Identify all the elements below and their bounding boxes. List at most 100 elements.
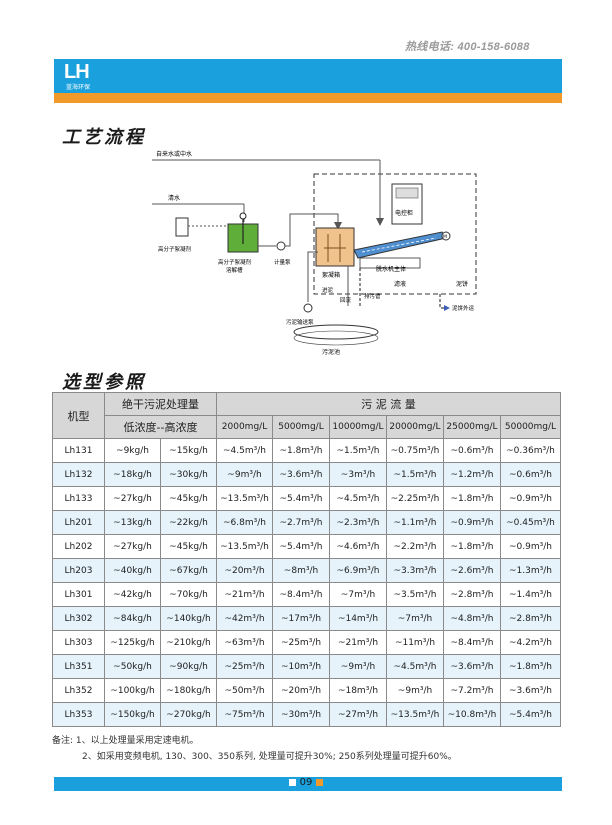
mixer-icon xyxy=(239,212,247,220)
value-cell: ~20m³/h xyxy=(216,558,273,583)
value-cell: ~84kg/h xyxy=(104,606,161,631)
table-row: Lh353~150kg/h~270kg/h~75m³/h~30m³/h~27m³… xyxy=(52,702,561,727)
value-cell: ~3.6m³/h xyxy=(272,462,330,487)
label-metering-pump: 计量泵 xyxy=(274,258,291,266)
label-polymer: 高分子絮凝剂 xyxy=(158,245,192,253)
value-cell: ~0.45m³/h xyxy=(500,510,561,535)
value-cell: ~10.8m³/h xyxy=(443,702,501,727)
label-dissolve-1: 高分子絮凝剂 xyxy=(218,258,252,266)
label-sludge-cake: 泥饼 xyxy=(456,280,468,288)
value-cell: ~45kg/h xyxy=(160,534,217,559)
model-cell: Lh352 xyxy=(52,678,105,703)
value-cell: ~90kg/h xyxy=(160,654,217,679)
selection-table: 机型 绝干污泥处理量 污 泥 流 量 低浓度--高浓度 2000mg/L 500… xyxy=(52,392,561,727)
value-cell: ~5.4m³/h xyxy=(272,486,330,511)
value-cell: ~17m³/h xyxy=(272,606,330,631)
sludge-tank xyxy=(293,324,379,340)
label-dissolve-2: 溶解槽 xyxy=(226,266,243,274)
header-flow: 污 泥 流 量 xyxy=(216,392,561,416)
value-cell: ~9m³/h xyxy=(386,678,444,703)
value-cell: ~63m³/h xyxy=(216,630,273,655)
header-accent-bar xyxy=(54,93,562,103)
page-square-icon xyxy=(289,778,297,786)
value-cell: ~0.6m³/h xyxy=(500,462,561,487)
label-return: 回流 xyxy=(340,296,352,304)
table-body: Lh131~9kg/h~15kg/h~4.5m³/h~1.8m³/h~1.5m³… xyxy=(52,438,561,727)
value-cell: ~13.5m³/h xyxy=(216,534,273,559)
value-cell: ~140kg/h xyxy=(160,606,217,631)
value-cell: ~1.8m³/h xyxy=(500,654,561,679)
model-cell: Lh131 xyxy=(52,438,105,463)
value-cell: ~8.4m³/h xyxy=(443,630,501,655)
value-cell: ~0.6m³/h xyxy=(443,438,501,463)
value-cell: ~27kg/h xyxy=(104,534,161,559)
value-cell: ~5.4m³/h xyxy=(500,702,561,727)
value-cell: ~270kg/h xyxy=(160,702,217,727)
floc-tank xyxy=(315,227,355,267)
value-cell: ~3.5m³/h xyxy=(386,582,444,607)
model-cell: Lh201 xyxy=(52,510,105,535)
value-cell: ~2.6m³/h xyxy=(443,558,501,583)
label-sludge-pump: 污泥输送泵 xyxy=(286,318,314,326)
header-capacity: 绝干污泥处理量 xyxy=(104,392,217,416)
value-cell: ~2.3m³/h xyxy=(329,510,387,535)
value-cell: ~45kg/h xyxy=(160,486,217,511)
value-cell: ~13.5m³/h xyxy=(216,486,273,511)
value-cell: ~3.6m³/h xyxy=(500,678,561,703)
value-cell: ~30kg/h xyxy=(160,462,217,487)
value-cell: ~9m³/h xyxy=(329,654,387,679)
model-cell: Lh203 xyxy=(52,558,105,583)
value-cell: ~3.3m³/h xyxy=(386,558,444,583)
value-cell: ~7m³/h xyxy=(329,582,387,607)
value-cell: ~150kg/h xyxy=(104,702,161,727)
table-row: Lh201~13kg/h~22kg/h~6.8m³/h~2.7m³/h~2.3m… xyxy=(52,510,561,535)
value-cell: ~21m³/h xyxy=(329,630,387,655)
value-cell: ~4.6m³/h xyxy=(329,534,387,559)
model-cell: Lh302 xyxy=(52,606,105,631)
value-cell: ~6.8m³/h xyxy=(216,510,273,535)
value-cell: ~180kg/h xyxy=(160,678,217,703)
value-cell: ~8.4m³/h xyxy=(272,582,330,607)
header-flow-col: 50000mg/L xyxy=(500,415,561,439)
page-number: 09 xyxy=(286,777,326,791)
value-cell: ~14m³/h xyxy=(329,606,387,631)
footer-bar xyxy=(54,777,562,791)
table-row: Lh301~42kg/h~70kg/h~21m³/h~8.4m³/h~7m³/h… xyxy=(52,582,561,607)
value-cell: ~4.8m³/h xyxy=(443,606,501,631)
page-square-icon xyxy=(315,778,323,786)
value-cell: ~75m³/h xyxy=(216,702,273,727)
value-cell: ~1.5m³/h xyxy=(329,438,387,463)
header-flow-col: 10000mg/L xyxy=(329,415,387,439)
table-row: Lh131~9kg/h~15kg/h~4.5m³/h~1.8m³/h~1.5m³… xyxy=(52,438,561,463)
value-cell: ~0.75m³/h xyxy=(386,438,444,463)
table-row: Lh302~84kg/h~140kg/h~42m³/h~17m³/h~14m³/… xyxy=(52,606,561,631)
value-cell: ~50m³/h xyxy=(216,678,273,703)
value-cell: ~4.5m³/h xyxy=(216,438,273,463)
value-cell: ~22kg/h xyxy=(160,510,217,535)
model-cell: Lh132 xyxy=(52,462,105,487)
metering-pump-icon xyxy=(276,241,286,251)
value-cell: ~7.2m³/h xyxy=(443,678,501,703)
table-row: Lh133~27kg/h~45kg/h~13.5m³/h~5.4m³/h~4.5… xyxy=(52,486,561,511)
value-cell: ~0.9m³/h xyxy=(500,486,561,511)
value-cell: ~1.8m³/h xyxy=(443,486,501,511)
value-cell: ~210kg/h xyxy=(160,630,217,655)
value-cell: ~70kg/h xyxy=(160,582,217,607)
value-cell: ~15kg/h xyxy=(160,438,217,463)
value-cell: ~13kg/h xyxy=(104,510,161,535)
value-cell: ~21m³/h xyxy=(216,582,273,607)
value-cell: ~1.2m³/h xyxy=(443,462,501,487)
value-cell: ~0.36m³/h xyxy=(500,438,561,463)
model-cell: Lh202 xyxy=(52,534,105,559)
value-cell: ~4.5m³/h xyxy=(329,486,387,511)
table-header-row: 机型 绝干污泥处理量 污 泥 流 量 xyxy=(52,392,561,439)
dewater-screw xyxy=(353,231,447,259)
value-cell: ~20m³/h xyxy=(272,678,330,703)
header-flow-col: 2000mg/L xyxy=(216,415,273,439)
table-row: Lh202~27kg/h~45kg/h~13.5m³/h~5.4m³/h~4.6… xyxy=(52,534,561,559)
table-row: Lh303~125kg/h~210kg/h~63m³/h~25m³/h~21m³… xyxy=(52,630,561,655)
label-cake-out: 泥饼外运 xyxy=(452,304,475,312)
value-cell: ~18kg/h xyxy=(104,462,161,487)
value-cell: ~25m³/h xyxy=(216,654,273,679)
header-flow-col: 25000mg/L xyxy=(443,415,501,439)
